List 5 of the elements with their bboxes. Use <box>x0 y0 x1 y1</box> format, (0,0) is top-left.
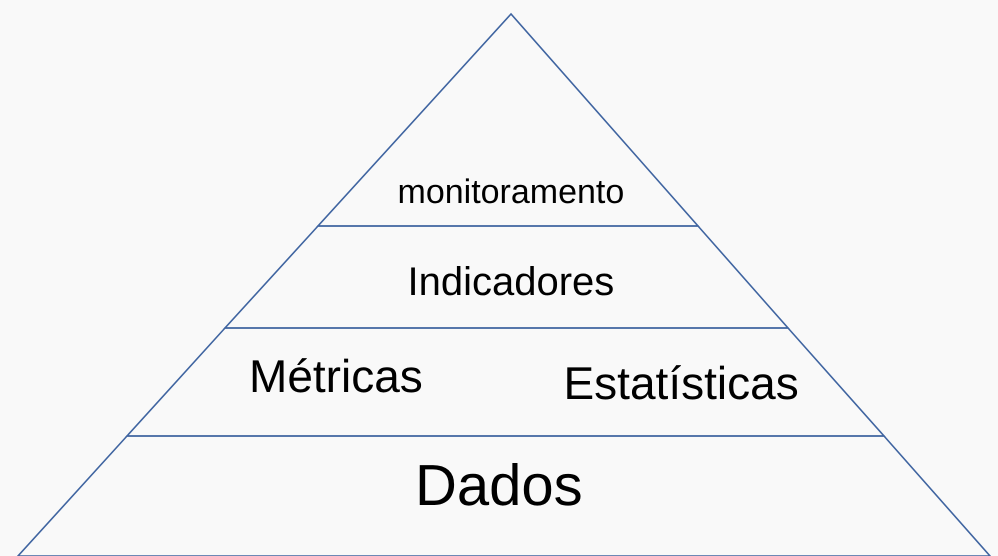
layer-label: monitoramento <box>398 175 624 209</box>
layer-label: Métricas <box>249 353 423 399</box>
layer-label: Indicadores <box>408 262 614 302</box>
layer-label: Dados <box>415 457 583 515</box>
layer-label: Estatísticas <box>564 360 799 406</box>
